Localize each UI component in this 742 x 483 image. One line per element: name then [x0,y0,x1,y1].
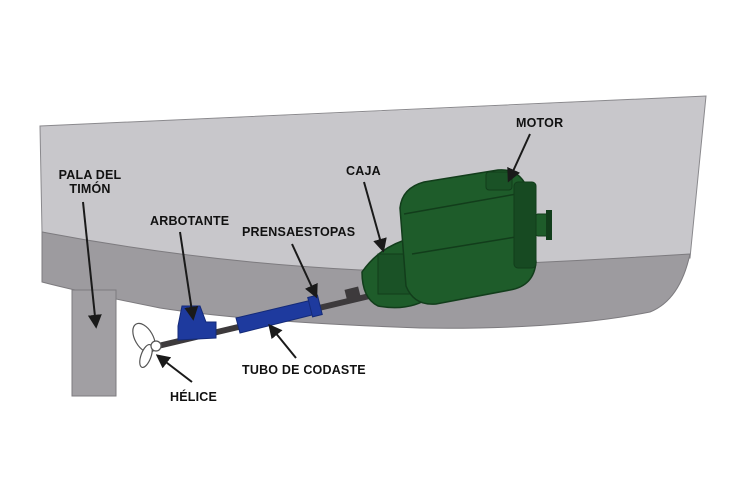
label-strut: ARBOTANTE [150,214,230,228]
arrow-strut [179,231,199,321]
engine-icon [399,169,552,305]
label-engine: MOTOR [516,116,564,130]
label-stern-tube: TUBO DE CODASTE [242,363,366,377]
shaft-coupling [344,286,362,304]
arrow-stern-tube [268,323,297,359]
arrow-rudder [82,201,102,329]
label-rudder-line1: PALA DEL [58,168,122,182]
arrow-propeller [155,354,193,383]
label-gearbox: CAJA [346,164,381,178]
label-rudder: PALA DEL TIMÓN [58,168,122,196]
propeller-icon [132,322,162,369]
label-propeller: HÉLICE [170,390,218,404]
arrow-gearbox [363,181,387,253]
label-stuffing-box: PRENSAESTOPAS [242,225,356,239]
arrow-engine [507,133,531,183]
label-rudder-line2: TIMÓN [69,182,111,196]
arrow-stuffing-box [291,243,318,299]
